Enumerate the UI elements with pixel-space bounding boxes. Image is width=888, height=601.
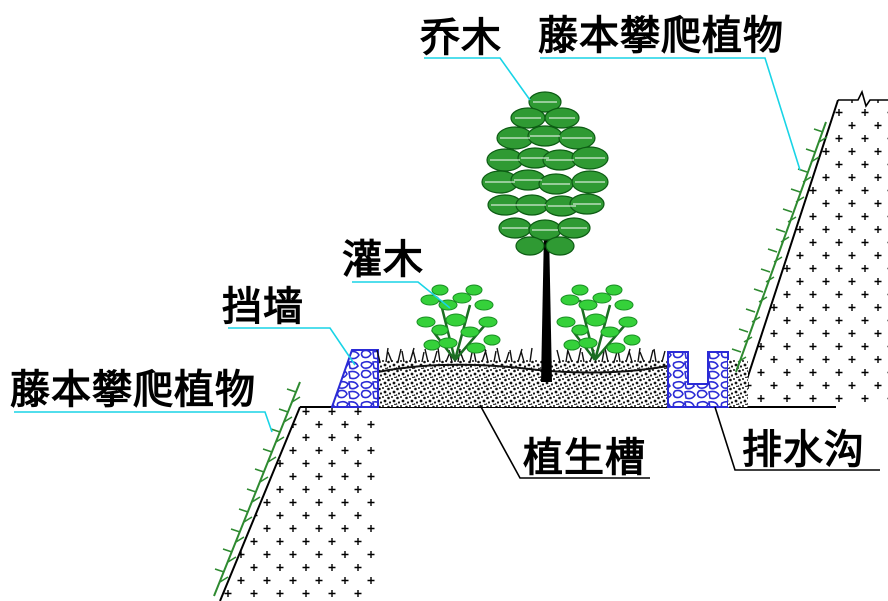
retaining-wall	[330, 349, 379, 408]
drainage-ditch	[667, 351, 748, 408]
label-planting-trough: 植生槽	[523, 435, 646, 481]
leader-lines-black	[479, 404, 880, 479]
vine-right-slope	[731, 121, 828, 373]
tree	[481, 91, 609, 382]
shrub-right	[556, 284, 641, 361]
label-drainage-ditch: 排水沟	[742, 427, 865, 473]
shrub-left	[416, 284, 501, 361]
label-vine-top: 藤本攀爬植物	[538, 13, 784, 59]
planting-trough-soil	[377, 360, 669, 407]
label-shrub: 灌木	[342, 237, 424, 283]
label-vine-left: 藤本攀爬植物	[10, 367, 256, 413]
left-slope	[219, 406, 375, 601]
grass	[376, 347, 666, 363]
vine-left-slope	[213, 381, 301, 597]
label-tree: 乔木	[420, 15, 502, 61]
right-slope	[737, 89, 888, 408]
leader-lines	[14, 57, 801, 433]
label-retaining-wall: 挡墙	[222, 284, 304, 330]
